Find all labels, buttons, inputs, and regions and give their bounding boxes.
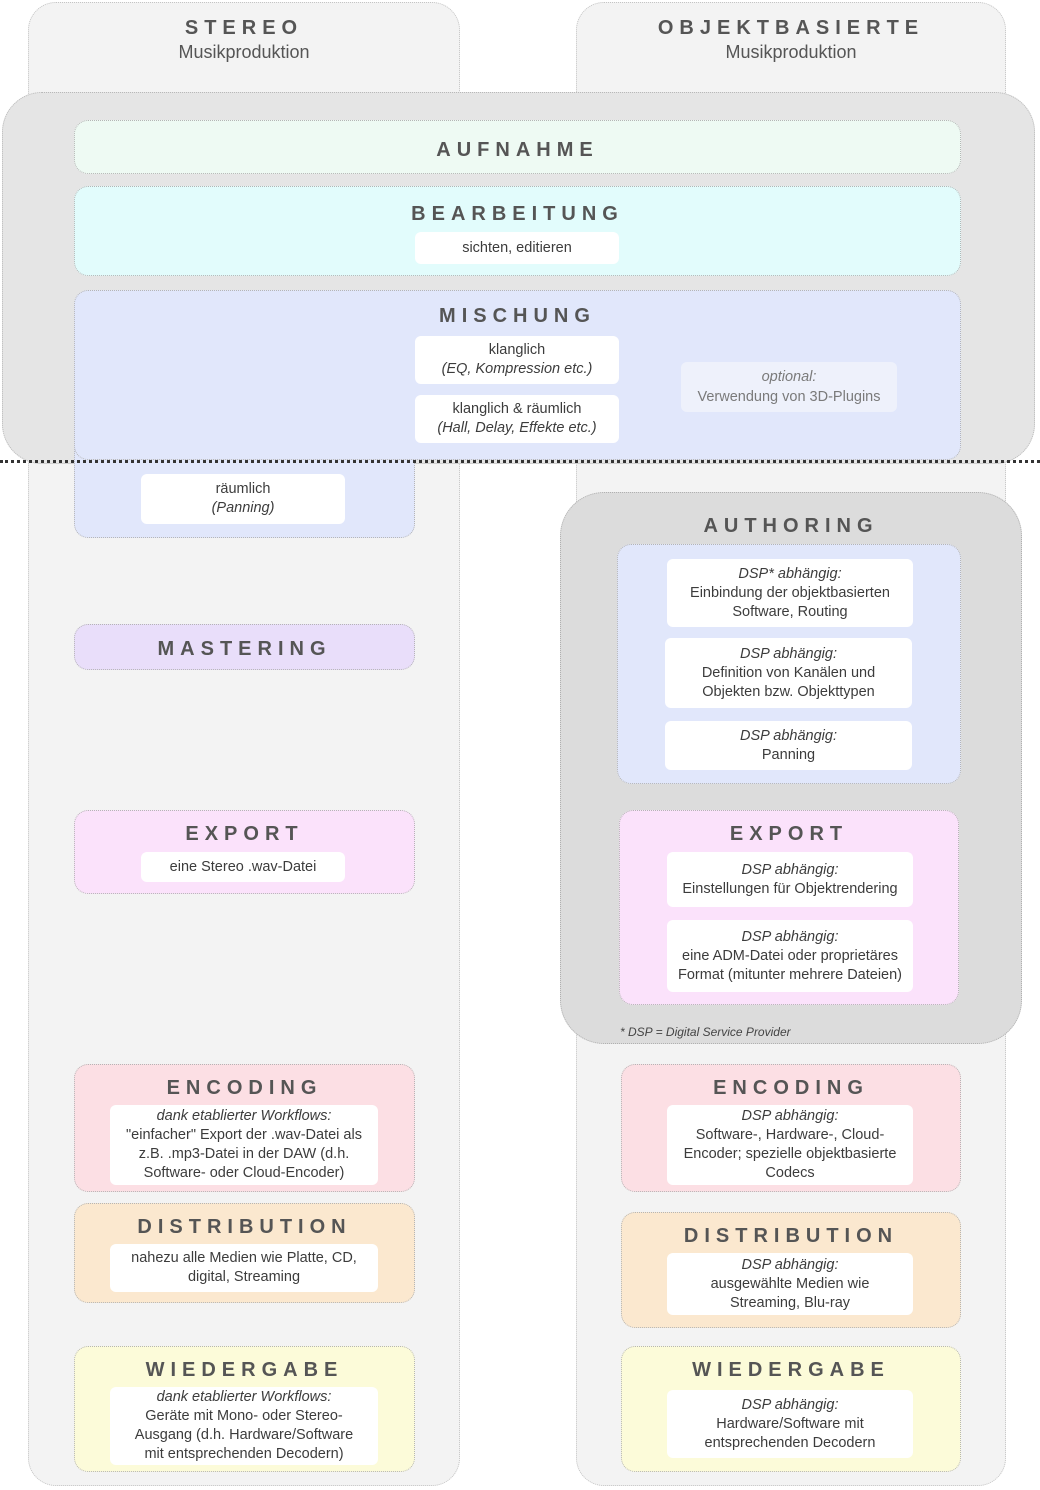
mastering-title: MASTERING bbox=[157, 638, 332, 660]
object-wiedergabe-lead: DSP abhängig: bbox=[741, 1396, 839, 1413]
mischung-item2-line2: (Hall, Delay, Effekte etc.) bbox=[437, 420, 597, 436]
stereo-encoding-line2: z.B. .mp3-Datei in der DAW (d.h. bbox=[138, 1146, 350, 1162]
optional-text: Verwendung von 3D-Plugins bbox=[697, 389, 881, 405]
mischung-item2-line1: klanglich & räumlich bbox=[452, 401, 582, 417]
stereo-distribution-line1: nahezu alle Medien wie Platte, CD, bbox=[131, 1250, 357, 1266]
stereo-distribution-line2: digital, Streaming bbox=[187, 1269, 301, 1285]
stereo-encoding-line3: Software- oder Cloud-Encoder) bbox=[143, 1165, 345, 1181]
object-wiedergabe-item: DSP abhängig: Hardware/Software mit ents… bbox=[667, 1390, 913, 1458]
raeumlich-line1: räumlich bbox=[215, 481, 271, 497]
object-encoding-line3: Codecs bbox=[765, 1165, 815, 1181]
aufnahme-stage: AUFNAHME bbox=[74, 120, 961, 174]
stereo-encoding-lead: dank etablierter Workflows: bbox=[156, 1108, 332, 1124]
dotted-divider bbox=[0, 460, 1040, 463]
object-distribution-line2: Streaming, Blu-ray bbox=[729, 1294, 851, 1311]
authoring-item2-line2: Objekten bzw. Objekttypen bbox=[702, 683, 875, 700]
stereo-encoding-line1: "einfacher" Export der .wav-Datei als bbox=[126, 1127, 362, 1143]
object-encoding-item: DSP abhängig: Software-, Hardware-, Clou… bbox=[667, 1105, 913, 1185]
object-wiedergabe-title: WIEDERGABE bbox=[692, 1359, 890, 1381]
object-export-item1-lead: DSP abhängig: bbox=[741, 861, 839, 878]
object-export-item-adm: DSP abhängig: eine ADM-Datei oder propri… bbox=[667, 920, 913, 992]
bearbeitung-item: sichten, editieren bbox=[415, 232, 619, 264]
stereo-wiedergabe-lead: dank etablierter Workflows: bbox=[156, 1389, 332, 1405]
object-encoding-line2: Encoder; spezielle objektbasierte bbox=[683, 1146, 897, 1162]
object-distribution-line1: ausgewählte Medien wie bbox=[710, 1275, 870, 1292]
authoring-item3-line1: Panning bbox=[761, 746, 816, 763]
stereo-encoding-title: ENCODING bbox=[166, 1077, 323, 1099]
authoring-item3-lead: DSP abhängig: bbox=[739, 727, 837, 744]
object-encoding-lead: DSP abhängig: bbox=[741, 1108, 839, 1124]
mischung-item-klanglich-raeumlich: klanglich & räumlich (Hall, Delay, Effek… bbox=[415, 395, 619, 443]
stereo-distribution-item: nahezu alle Medien wie Platte, CD, digit… bbox=[110, 1244, 378, 1292]
stereo-wiedergabe-line2: Ausgang (d.h. Hardware/Software bbox=[134, 1427, 354, 1443]
stereo-export-item-text: eine Stereo .wav-Datei bbox=[169, 858, 317, 875]
stereo-wiedergabe-item: dank etablierter Workflows: Geräte mit M… bbox=[110, 1387, 378, 1465]
stereo-wiedergabe-line1: Geräte mit Mono- oder Stereo- bbox=[145, 1408, 343, 1424]
object-title: OBJEKTBASIERTE bbox=[657, 17, 925, 39]
optional-label: optional: bbox=[761, 369, 817, 385]
stereo-mastering-stage: MASTERING bbox=[74, 624, 415, 670]
object-export-item-rendering: DSP abhängig: Einstellungen für Objektre… bbox=[667, 852, 913, 907]
object-distribution-item: DSP abhängig: ausgewählte Medien wie Str… bbox=[667, 1253, 913, 1315]
stereo-export-title: EXPORT bbox=[185, 823, 304, 845]
stereo-wiedergabe-title: WIEDERGABE bbox=[145, 1359, 344, 1381]
object-wiedergabe-line1: Hardware/Software mit bbox=[716, 1415, 864, 1432]
dsp-footnote: * DSP = Digital Service Provider bbox=[620, 1025, 791, 1039]
object-distribution-title: DISTRIBUTION bbox=[683, 1225, 899, 1247]
authoring-item2-lead: DSP abhängig: bbox=[739, 645, 837, 662]
authoring-item2-line1: Definition von Kanälen und bbox=[701, 664, 876, 681]
authoring-item-routing: DSP* abhängig: Einbindung der objektbasi… bbox=[667, 559, 913, 627]
bearbeitung-item-text: sichten, editieren bbox=[462, 239, 572, 256]
stereo-distribution-title: DISTRIBUTION bbox=[137, 1216, 352, 1238]
authoring-item-definition: DSP abhängig: Definition von Kanälen und… bbox=[665, 638, 912, 708]
authoring-item-panning: DSP abhängig: Panning bbox=[665, 721, 912, 770]
mischung-optional-note: optional: Verwendung von 3D-Plugins bbox=[681, 362, 897, 412]
mischung-item1-line1: klanglich bbox=[488, 342, 546, 358]
object-distribution-lead: DSP abhängig: bbox=[741, 1256, 839, 1273]
stereo-wiedergabe-line3: mit entsprechenden Decodern) bbox=[144, 1446, 344, 1462]
authoring-item1-lead: DSP* abhängig: bbox=[738, 565, 842, 582]
mischung-title: MISCHUNG bbox=[439, 305, 596, 327]
object-subtitle: Musikproduktion bbox=[725, 42, 857, 62]
authoring-title: AUTHORING bbox=[703, 515, 879, 537]
mischung-item-klanglich: klanglich (EQ, Kompression etc.) bbox=[415, 336, 619, 384]
stereo-raeumlich-item: räumlich (Panning) bbox=[141, 474, 345, 524]
object-export-item2-lead: DSP abhängig: bbox=[741, 928, 839, 945]
authoring-item1-line1: Einbindung der objektbasierten bbox=[690, 584, 890, 601]
stereo-title: STEREO bbox=[184, 17, 304, 39]
aufnahme-title: AUFNAHME bbox=[436, 139, 599, 161]
bearbeitung-title: BEARBEITUNG bbox=[411, 203, 624, 225]
stereo-export-item: eine Stereo .wav-Datei bbox=[141, 852, 345, 882]
object-column-header: OBJEKTBASIERTE Musikproduktion bbox=[576, 17, 1006, 63]
object-encoding-line1: Software-, Hardware-, Cloud- bbox=[695, 1127, 885, 1143]
stereo-subtitle: Musikproduktion bbox=[178, 42, 310, 62]
raeumlich-line2: (Panning) bbox=[211, 500, 275, 516]
object-export-item1-line1: Einstellungen für Objektrendering bbox=[682, 880, 898, 897]
mischung-item1-line2: (EQ, Kompression etc.) bbox=[441, 361, 593, 377]
object-wiedergabe-line2: entsprechenden Decodern bbox=[704, 1434, 876, 1451]
object-encoding-title: ENCODING bbox=[713, 1077, 869, 1099]
authoring-item1-line2: Software, Routing bbox=[732, 603, 848, 620]
object-export-item2-line2: Format (mitunter mehrere Dateien) bbox=[677, 966, 902, 983]
stereo-column-header: STEREO Musikproduktion bbox=[28, 17, 460, 63]
object-export-item2-line1: eine ADM-Datei oder proprietäres bbox=[682, 947, 898, 964]
stereo-encoding-item: dank etablierter Workflows: "einfacher" … bbox=[110, 1105, 378, 1185]
object-export-title: EXPORT bbox=[729, 823, 849, 845]
